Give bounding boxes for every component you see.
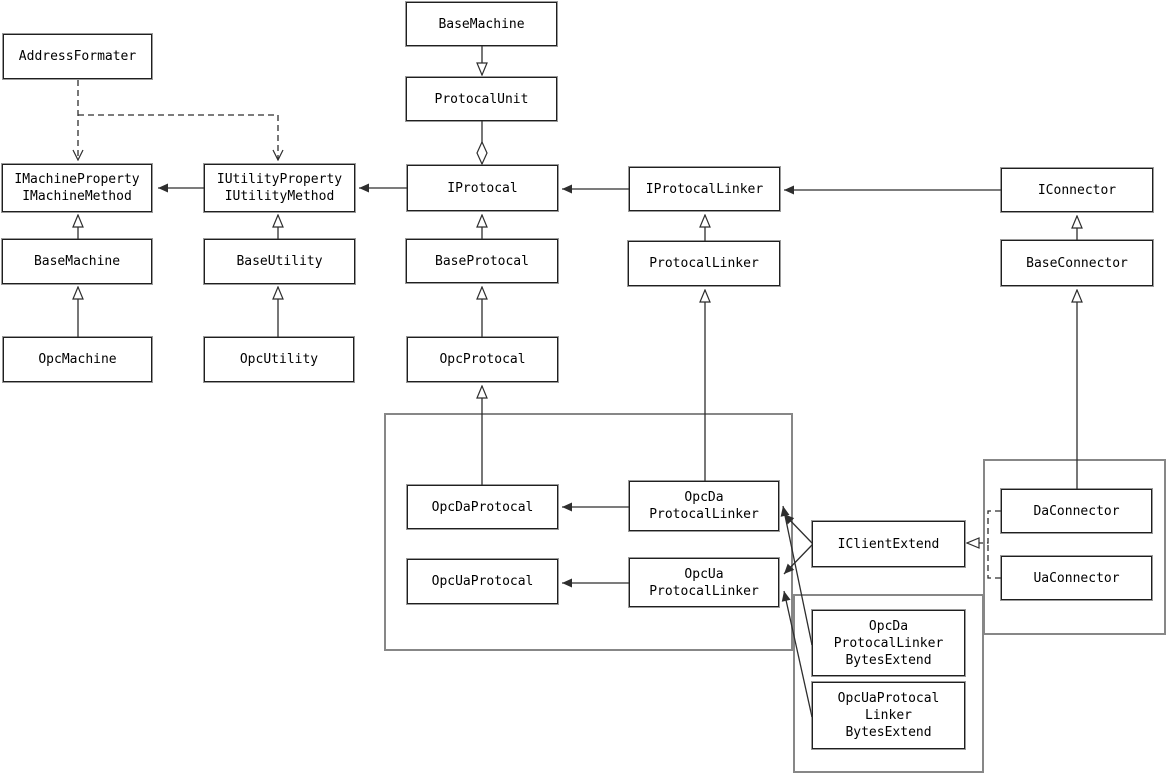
class-label: IProtocalLinker bbox=[645, 181, 764, 197]
class-label: IMachineProperty bbox=[14, 172, 140, 187]
class-label: BaseUtility bbox=[236, 254, 323, 269]
class-box-opcdaprotocallinker: OpcDa ProtocalLinker bbox=[628, 480, 780, 532]
class-label: OpcUa bbox=[684, 566, 724, 582]
edge-addressformater-to-iutility-dashed bbox=[78, 114, 278, 160]
class-box-daconnector: DaConnector bbox=[1000, 488, 1153, 534]
class-box-protocallinker: ProtocalLinker bbox=[627, 240, 781, 287]
class-box-basemachine-top: BaseMachine bbox=[405, 1, 558, 47]
class-label: OpcDaProtocal bbox=[431, 499, 534, 515]
class-box-opcmachine: OpcMachine bbox=[2, 336, 153, 383]
class-box-iclientextend: IClientExtend bbox=[811, 520, 966, 568]
class-label: ProtocalLinker bbox=[649, 583, 759, 599]
class-box-baseutility: BaseUtility bbox=[203, 238, 356, 285]
class-label: UaConnector bbox=[1033, 570, 1120, 586]
class-box-iprotocal: IProtocal bbox=[406, 164, 559, 212]
class-box-basemachine-left: BaseMachine bbox=[1, 238, 153, 285]
class-box-addressformater: AddressFormater bbox=[2, 33, 153, 80]
class-label: BytesExtend bbox=[845, 725, 932, 740]
class-label: Linker bbox=[865, 708, 912, 723]
class-label: BytesExtend bbox=[845, 652, 932, 668]
class-label: OpcUaProtocal bbox=[431, 574, 534, 589]
class-box-iprotocallinker: IProtocalLinker bbox=[628, 166, 781, 212]
class-label: OpcDa bbox=[684, 490, 724, 505]
class-label: DaConnector bbox=[1033, 503, 1120, 519]
class-box-opcuaprotocal: OpcUaProtocal bbox=[406, 558, 559, 605]
class-box-iconnector: IConnector bbox=[1000, 167, 1154, 213]
class-box-baseconnector: BaseConnector bbox=[1000, 239, 1154, 287]
class-label: OpcMachine bbox=[38, 352, 117, 367]
class-box-opcuaprotocallinker: OpcUa ProtocalLinker bbox=[628, 557, 780, 608]
class-label: BaseProtocal bbox=[435, 253, 529, 269]
class-box-imachine: IMachineProperty IMachineMethod bbox=[1, 163, 153, 213]
class-label: IUtilityMethod bbox=[224, 189, 335, 204]
class-label: ProtocalUnit bbox=[434, 91, 529, 107]
class-box-baseprotocal: BaseProtocal bbox=[405, 238, 559, 284]
class-box-opcdaprotocal: OpcDaProtocal bbox=[406, 484, 559, 530]
class-label: BaseMachine bbox=[33, 254, 121, 269]
class-label: AddressFormater bbox=[18, 49, 137, 64]
group-box-opc-protocal-linker bbox=[384, 413, 793, 651]
class-label: OpcUaProtocal bbox=[837, 691, 940, 706]
class-label: BaseConnector bbox=[1026, 255, 1128, 271]
class-label: IConnector bbox=[1037, 182, 1117, 198]
class-label: IMachineMethod bbox=[22, 189, 132, 204]
class-box-opcuaprotocallinkerbytesextend: OpcUaProtocal Linker BytesExtend bbox=[811, 681, 966, 750]
group-box-connectors bbox=[983, 459, 1166, 635]
class-label: IClientExtend bbox=[837, 536, 940, 552]
class-label: ProtocalLinker bbox=[833, 635, 944, 651]
class-label: OpcProtocal bbox=[439, 352, 526, 367]
class-box-opcutility: OpcUtility bbox=[203, 336, 355, 383]
class-label: BaseMachine bbox=[438, 16, 525, 32]
class-box-protocalunit: ProtocalUnit bbox=[405, 76, 558, 122]
class-label: ProtocalLinker bbox=[649, 507, 759, 522]
class-box-opcdaprotocallinkerbytesextend: OpcDa ProtocalLinker BytesExtend bbox=[811, 609, 966, 677]
class-label: IUtilityProperty bbox=[216, 172, 343, 187]
class-label: IProtocal bbox=[447, 180, 518, 196]
class-label: ProtocalLinker bbox=[649, 256, 759, 271]
class-label: OpcDa bbox=[868, 618, 909, 634]
class-box-uaconnector: UaConnector bbox=[1000, 555, 1153, 601]
class-label: OpcUtility bbox=[239, 352, 319, 367]
class-box-iutility: IUtilityProperty IUtilityMethod bbox=[203, 163, 356, 213]
class-box-opcprotocal: OpcProtocal bbox=[406, 336, 559, 383]
